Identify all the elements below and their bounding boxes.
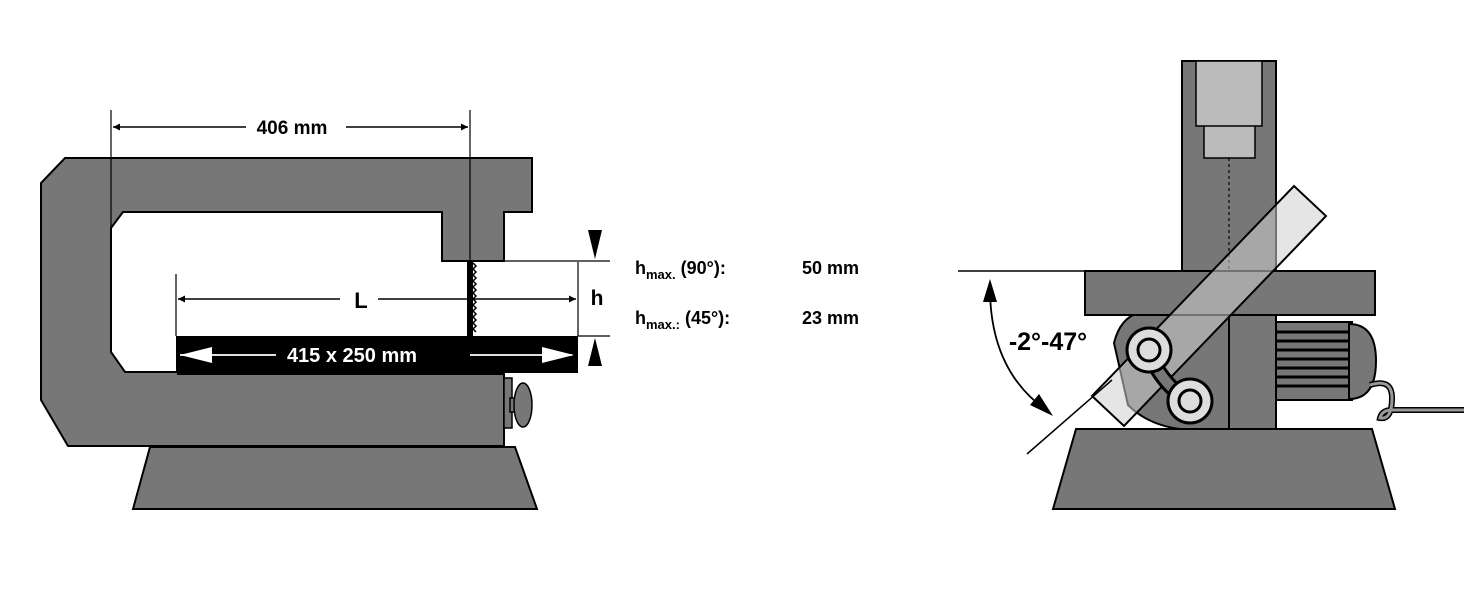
throat-depth-label: 406 mm bbox=[257, 118, 328, 139]
tilt-lock-knob-center bbox=[1177, 388, 1203, 414]
spec-label-45: hmax.: (45°): bbox=[635, 308, 730, 332]
spec-label-45-main: h bbox=[635, 308, 646, 328]
motor-body bbox=[1275, 321, 1353, 401]
blade-teeth bbox=[471, 262, 478, 333]
spec-label-45-suffix: (45°): bbox=[680, 308, 730, 328]
height-symbol: h bbox=[591, 287, 604, 310]
spec-label-90-sub: max. bbox=[646, 267, 676, 282]
spec-value-90: 50 mm bbox=[802, 258, 859, 278]
side-base bbox=[1051, 428, 1397, 510]
tilt-arc-arrow-top bbox=[983, 279, 997, 302]
saw-frame bbox=[40, 157, 533, 447]
motor-endcap bbox=[1348, 322, 1378, 401]
height-arrow-top bbox=[588, 230, 602, 259]
saw-base bbox=[131, 446, 539, 510]
table-arrowhead-right bbox=[542, 347, 574, 363]
height-specs: hmax. (90°): 50 mm hmax.: (45°): 23 mm bbox=[635, 258, 859, 332]
table-arrowhead-left bbox=[180, 347, 212, 363]
tilt-pivot-upper-center bbox=[1136, 337, 1162, 363]
height-arrow-bottom bbox=[588, 338, 602, 366]
table-size-label: 415 x 250 mm bbox=[287, 345, 417, 367]
motor-cooling-fins bbox=[1276, 330, 1350, 388]
spec-label-90-suffix: (90°): bbox=[676, 258, 726, 278]
power-cable-core bbox=[1369, 381, 1464, 420]
angle-ref-tilted bbox=[1026, 379, 1113, 455]
spec-label-90: hmax. (90°): bbox=[635, 258, 726, 282]
front-view: 406 mm L h 415 x 250 mm bbox=[40, 110, 610, 510]
side-view: -2°-47° bbox=[958, 60, 1464, 510]
spec-value-45: 23 mm bbox=[802, 308, 859, 328]
tilt-angle-arc bbox=[989, 287, 1047, 411]
tilt-arc-arrow-bottom bbox=[1030, 394, 1053, 416]
spec-label-90-main: h bbox=[635, 258, 646, 278]
blade-guide-upper bbox=[1195, 60, 1263, 159]
tilt-range-label: -2°-47° bbox=[1009, 328, 1087, 356]
length-symbol: L bbox=[354, 288, 367, 313]
spec-label-45-sub: max.: bbox=[646, 317, 680, 332]
tension-knob bbox=[513, 382, 533, 428]
